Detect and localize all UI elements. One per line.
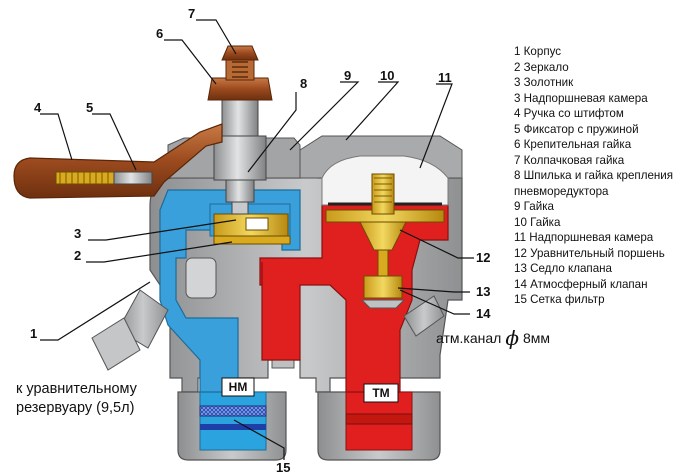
fixing-nut [207, 77, 273, 101]
callout-11: 11 [438, 70, 452, 85]
legend-item: 9 Гайка [514, 200, 554, 213]
leader-lines [40, 19, 474, 460]
reservoir-fitting [91, 289, 169, 371]
legend-item: 8 Шпилька и гайка крепления пневморедукт… [514, 169, 674, 198]
stem-assembly [207, 45, 273, 215]
legend-item: 1 Корпус [514, 45, 562, 58]
valve-seat [360, 299, 406, 309]
port-label-nm: НМ [229, 380, 248, 394]
legend-item: 4 Ручка со штифтом [514, 107, 624, 120]
atm-channel-label: атм.канал [436, 330, 502, 346]
callout-3: 3 [74, 226, 81, 241]
legend-item: 6 Крепительная гайка [514, 138, 632, 151]
callout-10: 10 [380, 68, 394, 83]
parts-legend: 1 Корпус 2 Зеркало 3 Золотник 3 Надпоршн… [514, 44, 684, 308]
filter-mesh-tm [345, 413, 413, 425]
legend-item: 7 Колпачковая гайка [514, 153, 625, 167]
cap-nut [221, 45, 259, 61]
callout-6: 6 [156, 26, 163, 41]
port-label-tm: ТМ [372, 386, 389, 400]
callout-13: 13 [476, 284, 490, 299]
slide-valve-assembly [209, 203, 291, 245]
mirror [213, 235, 291, 245]
brake-channel-tm [259, 204, 449, 393]
equalizing-piston [325, 173, 445, 309]
handle [13, 123, 223, 199]
legend-item: 14 Атмосферный клапан [514, 277, 648, 291]
atmospheric-valve [363, 275, 403, 299]
legend-item: 11 Надпоршневая камера [514, 231, 654, 244]
legend-item: 15 Сетка фильтр [514, 293, 605, 306]
reservoir-note-line2: резервуару (9,5л) [16, 400, 135, 416]
atm-channel-size: 8мм [522, 330, 550, 346]
callout-1: 1 [30, 326, 37, 341]
legend-item: 13 Седло клапана [514, 262, 613, 275]
spring-latch [113, 171, 153, 185]
legend-item: 3 Надпоршневая камера [514, 91, 648, 105]
bottom-fitting-nm [177, 391, 287, 461]
callout-4: 4 [34, 100, 42, 115]
legend-item: 3 Золотник [514, 76, 574, 89]
legend-item: 12 Уравнительный поршень [514, 246, 665, 260]
atmospheric-channel-note: атм.канал ϕ 8мм [436, 326, 550, 350]
feed-channel-nm [159, 189, 301, 393]
legend-item: 2 Зеркало [514, 60, 569, 74]
callout-9: 9 [344, 68, 351, 83]
callout-8: 8 [300, 76, 307, 91]
filter-mesh-nm [199, 405, 267, 417]
callout-5: 5 [86, 100, 93, 115]
legend-item: 5 Фиксатор с пружиной [514, 122, 639, 136]
callout-12: 12 [476, 250, 490, 265]
diameter-symbol: ϕ [505, 326, 519, 350]
callout-15: 15 [276, 460, 290, 475]
callout-2: 2 [74, 248, 81, 263]
legend-item: 10 Гайка [514, 215, 561, 229]
callout-7: 7 [188, 6, 195, 21]
callout-14: 14 [476, 306, 491, 321]
atmospheric-channel-fitting [403, 295, 445, 337]
reservoir-note-line1: к уравнительному [16, 381, 137, 397]
reservoir-note: к уравнительному резервуару (9,5л) [16, 380, 137, 418]
